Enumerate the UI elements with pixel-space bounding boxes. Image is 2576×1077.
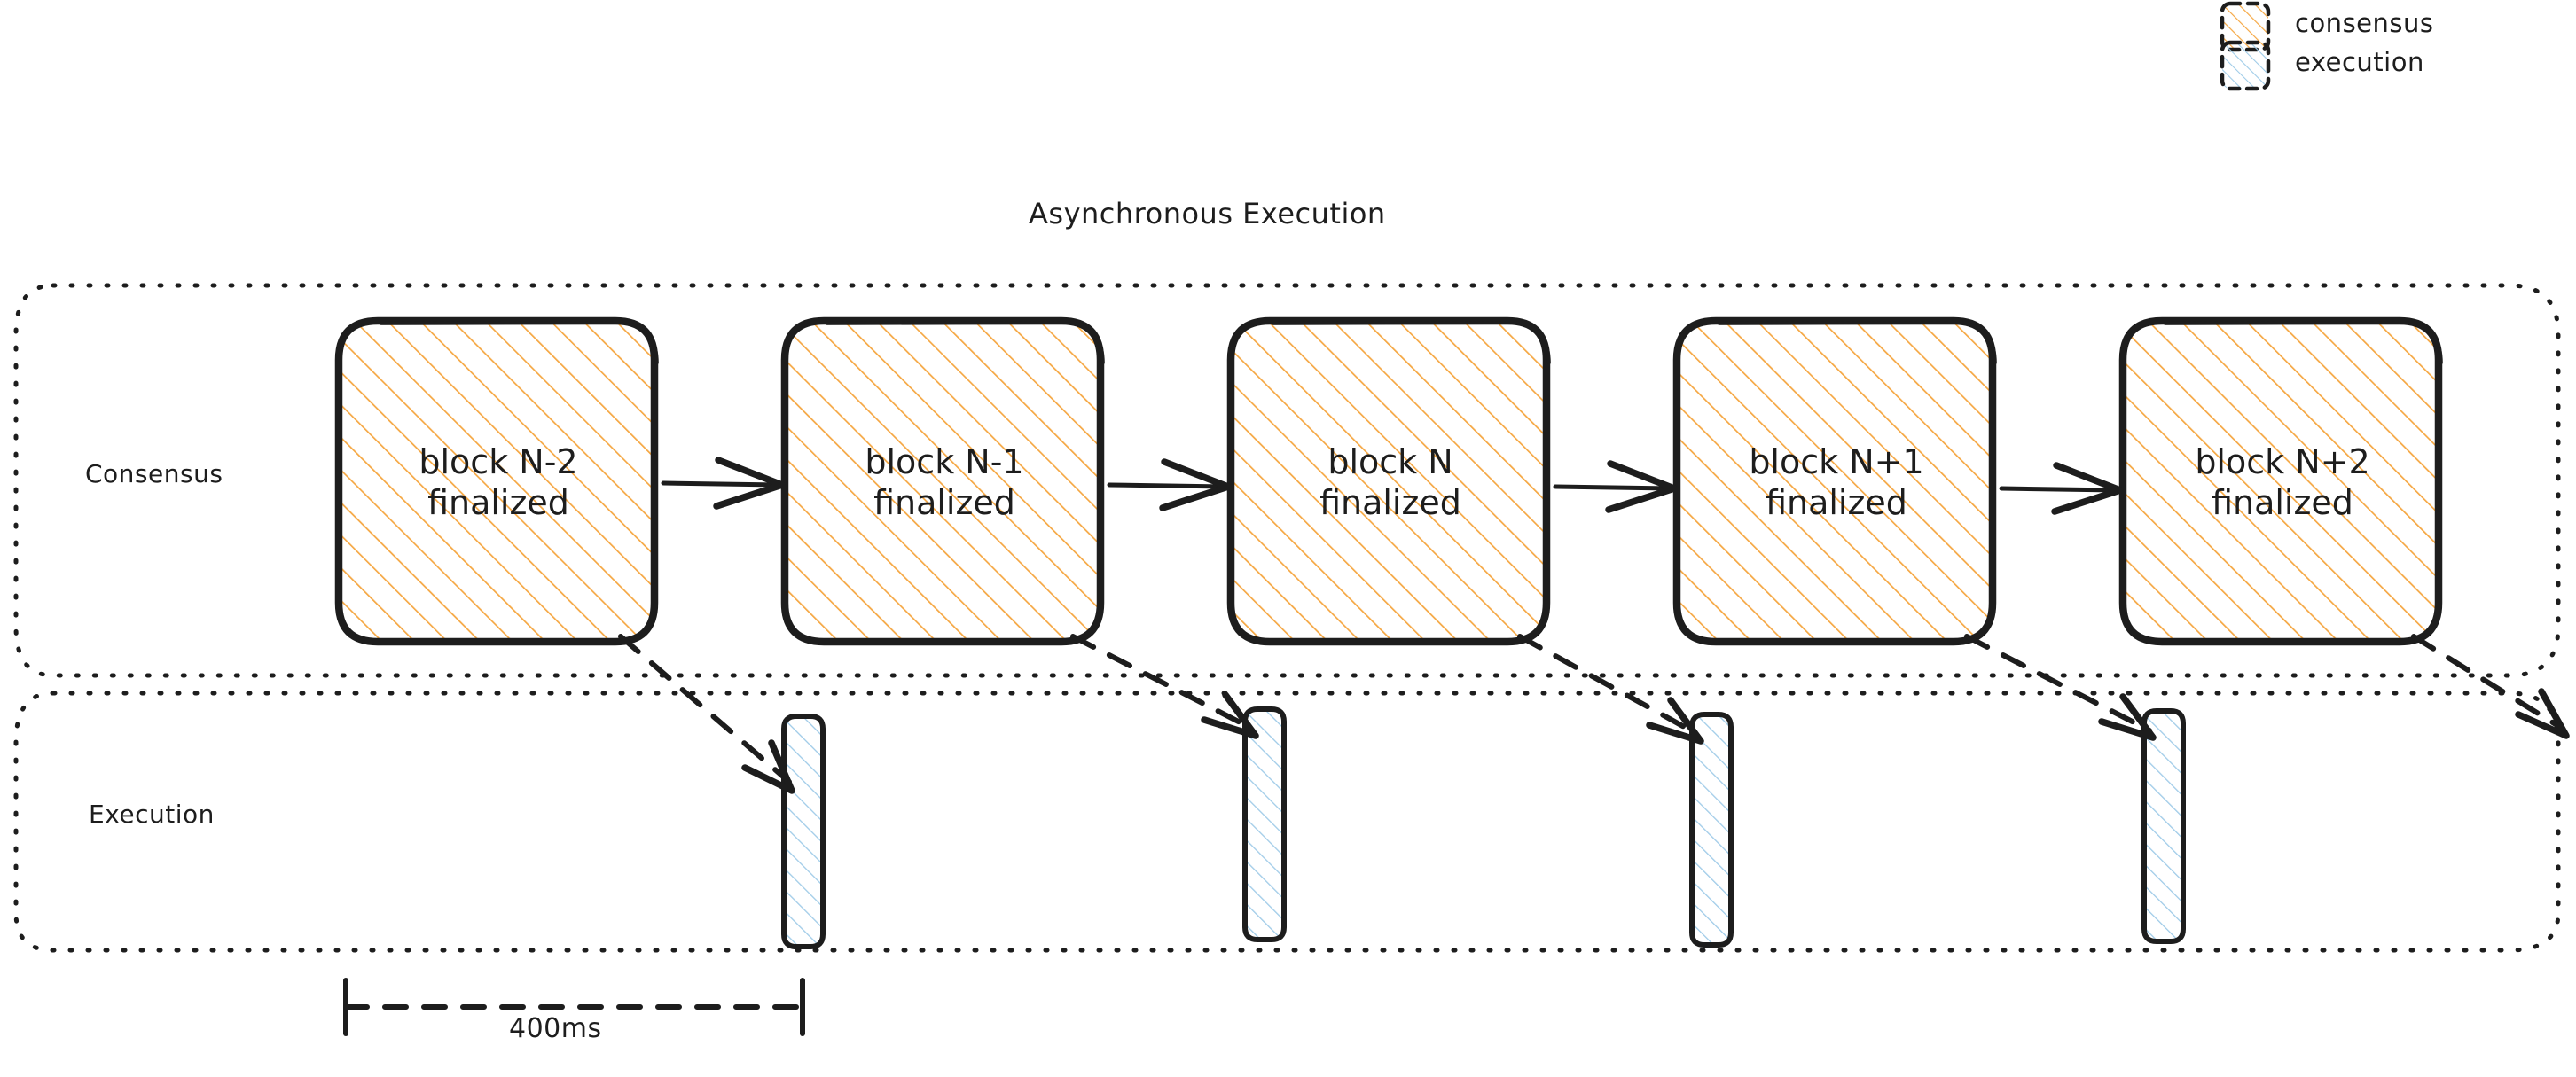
consensus-chain-arrow-0 [661, 457, 786, 510]
consensus-block-1[interactable] [780, 316, 1105, 646]
legend-swatch-execution [2220, 40, 2271, 91]
execution-bar-1[interactable] [1242, 706, 1287, 942]
dispatch-arrow-0 [618, 634, 795, 794]
consensus-lane-container [13, 283, 2561, 678]
dispatch-arrow-1 [1070, 634, 1259, 739]
consensus-chain-arrow-3 [1999, 462, 2124, 515]
dispatch-arrow-3 [1964, 634, 2157, 741]
consensus-block-2[interactable] [1226, 316, 1551, 646]
legend [2220, 1, 2271, 91]
consensus-block-3[interactable] [1672, 316, 1997, 646]
consensus-chain-arrow-2 [1553, 460, 1678, 513]
consensus-block-4[interactable] [2118, 316, 2443, 646]
execution-bar-0[interactable] [781, 714, 826, 949]
measurement-bracket [343, 978, 805, 1036]
dispatch-arrow-4-offscreen [2411, 634, 2570, 739]
consensus-block-0[interactable] [334, 316, 659, 646]
dispatch-arrow-2 [1517, 634, 1704, 745]
consensus-chain-arrow-1 [1107, 458, 1232, 511]
execution-bar-2[interactable] [1689, 712, 1734, 948]
execution-bar-3[interactable] [2141, 708, 2186, 944]
